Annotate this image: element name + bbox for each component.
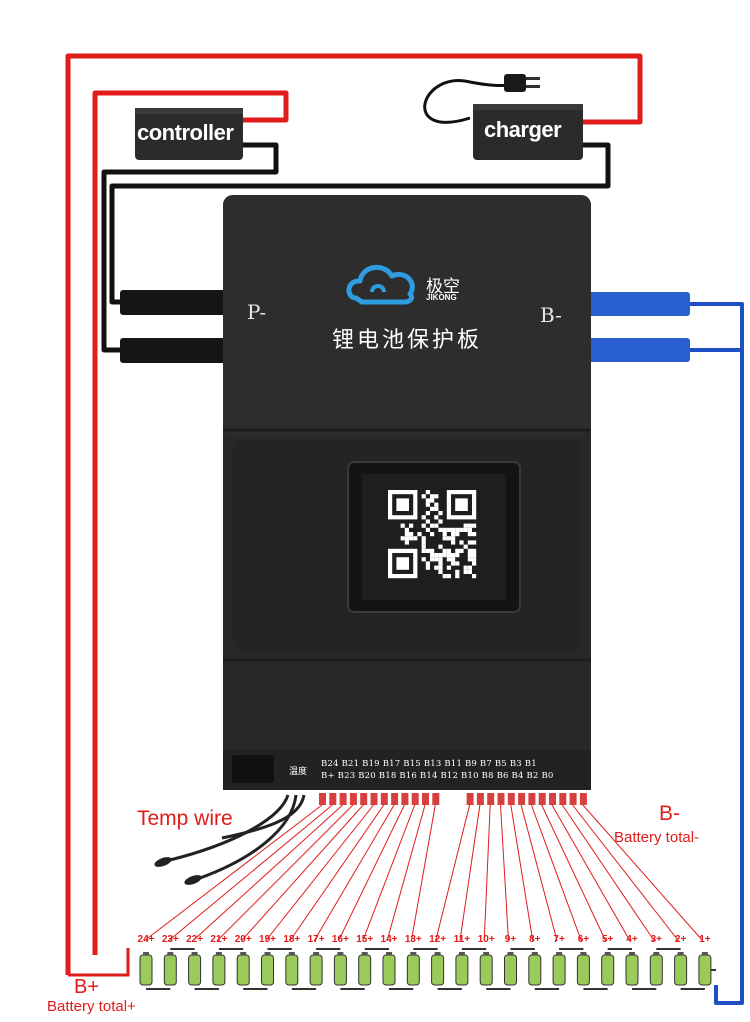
cell-label: 17+ — [307, 934, 325, 945]
cell-label: 2+ — [674, 934, 687, 945]
board-title: 锂电池保护板 — [332, 328, 483, 353]
cell-label: 7+ — [553, 934, 565, 945]
cell-label: 23+ — [161, 934, 179, 945]
battery-cell — [528, 954, 542, 986]
battery-cell — [406, 954, 420, 986]
cell-label: 14+ — [380, 934, 398, 945]
battery-cell — [163, 954, 177, 986]
b-plus-label: B+ — [74, 976, 100, 998]
temp-wire-icon — [154, 794, 306, 885]
battery-cell — [188, 954, 202, 986]
pin-row-top: B24 B21 B19 B17 B15 B13 B11 B9 B7 B5 B3 … — [321, 759, 537, 769]
battery-cell — [358, 954, 372, 986]
red-wire-charger — [65, 53, 643, 975]
b-minus-port-label: B- — [540, 303, 562, 327]
cell-label: 15+ — [356, 934, 374, 945]
battery-cell — [504, 954, 517, 986]
cell-label: 16+ — [331, 934, 349, 945]
controller-box — [135, 108, 243, 160]
battery-cell — [625, 954, 639, 986]
red-wire-controller — [92, 90, 289, 955]
battery-cell — [552, 954, 566, 986]
charger-label: charger — [484, 117, 562, 142]
battery-cell — [649, 954, 663, 986]
cell-label: 6+ — [577, 934, 590, 945]
cloud-logo-icon — [346, 264, 415, 305]
b-minus-cable-1 — [588, 292, 690, 316]
cell-label: 19+ — [259, 934, 276, 945]
battery-cell — [333, 954, 347, 986]
balance-wires — [143, 804, 704, 942]
p-minus-cable-1 — [120, 290, 228, 315]
battery-cell — [601, 954, 615, 986]
battery-cell — [236, 954, 250, 986]
battery-cell — [285, 954, 299, 986]
cell-label: 13+ — [404, 934, 422, 945]
cell-label: 1+ — [699, 934, 711, 945]
battery-cell — [431, 954, 445, 986]
cell-label: 24+ — [137, 934, 155, 945]
cell-label: 4+ — [626, 934, 638, 945]
battery-cell — [212, 954, 226, 986]
balance-connectors — [319, 793, 587, 805]
blue-wire — [690, 302, 744, 1005]
battery-cell — [139, 954, 153, 986]
brand-en: JIKONG — [426, 293, 457, 302]
b-minus-label: B- — [659, 802, 680, 825]
pin-row-bottom: B+ B23 B20 B18 B16 B14 B12 B10 B8 B6 B4 … — [321, 771, 554, 781]
cell-label: 5+ — [601, 934, 614, 945]
battery-cells — [139, 948, 716, 990]
cell-label: 8+ — [529, 934, 541, 945]
cell-label: 9+ — [504, 934, 517, 945]
battery-cell — [576, 954, 590, 986]
cell-label: 21+ — [210, 934, 228, 945]
cell-label: 10+ — [477, 934, 495, 945]
battery-cell — [261, 954, 274, 986]
battery-total-plus-label: Battery total+ — [47, 998, 136, 1015]
cell-label: 11+ — [453, 934, 471, 945]
battery-cell — [698, 954, 712, 986]
battery-total-minus-label: Battery total- — [614, 829, 700, 846]
p-minus-label: P- — [247, 300, 267, 324]
charger-box — [473, 104, 583, 160]
p-minus-cable-2 — [120, 338, 228, 363]
cell-label: 12+ — [429, 934, 447, 945]
battery-cell — [674, 954, 688, 986]
cell-label: 3+ — [650, 934, 662, 945]
controller-label: controller — [137, 120, 234, 145]
battery-cell — [455, 954, 469, 986]
plug-icon — [504, 74, 526, 92]
black-wire-charger — [109, 142, 611, 305]
battery-cell — [309, 954, 323, 986]
cell-label: 18+ — [283, 934, 301, 945]
cell-label: 20+ — [234, 934, 252, 945]
battery-cell — [479, 954, 493, 986]
black-wire-controller — [101, 142, 279, 353]
red-wire-b-plus — [68, 948, 130, 977]
brand-cn: 极空 — [426, 277, 460, 297]
cell-label: 22+ — [186, 934, 204, 945]
qr-code-icon — [388, 490, 477, 579]
b-minus-cable-2 — [588, 338, 690, 362]
temp-port-label: 温度 — [289, 767, 308, 777]
battery-cell — [382, 954, 396, 986]
temp-wire-label: Temp wire — [137, 807, 233, 830]
